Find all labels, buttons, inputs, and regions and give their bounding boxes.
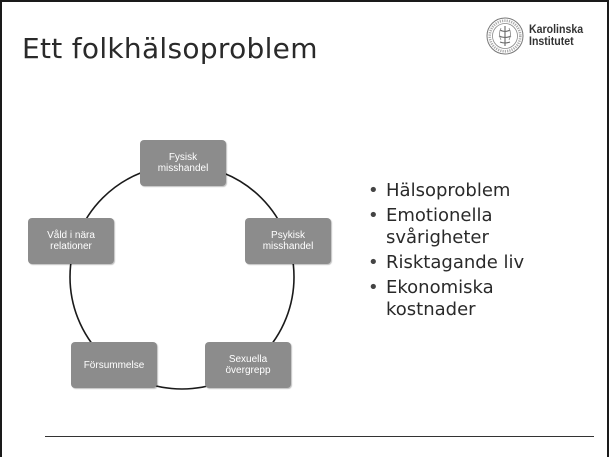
ki-seal-icon: [486, 17, 524, 55]
logo-text: Karolinska Institutet: [529, 24, 583, 48]
bullet-item: Risktagande liv: [366, 252, 524, 274]
bullet-item: Hälsoproblem: [366, 180, 524, 202]
slide-title: Ett folkhälsoproblem: [22, 32, 318, 65]
footer-divider: [45, 436, 594, 437]
cycle-node-sexuella-overgrepp: Sexuella övergrepp: [205, 342, 291, 388]
bullet-list: Hälsoproblem Emotionella svårigheter Ris…: [366, 180, 524, 324]
logo-text-line2: Institutet: [529, 36, 574, 48]
logo-text-line1: Karolinska: [529, 24, 584, 36]
bullet-item: Ekonomiska kostnader: [366, 277, 524, 321]
cycle-node-forsummelse: Försummelse: [71, 342, 157, 388]
cycle-node-psykisk-misshandel: Psykisk misshandel: [245, 218, 331, 264]
cycle-node-vald-i-nara-relationer: Våld i nära relationer: [28, 218, 114, 264]
cycle-node-fysisk-misshandel: Fysisk misshandel: [140, 140, 226, 186]
logo: Karolinska Institutet: [485, 16, 588, 56]
bullet-item: Emotionella svårigheter: [366, 205, 524, 249]
